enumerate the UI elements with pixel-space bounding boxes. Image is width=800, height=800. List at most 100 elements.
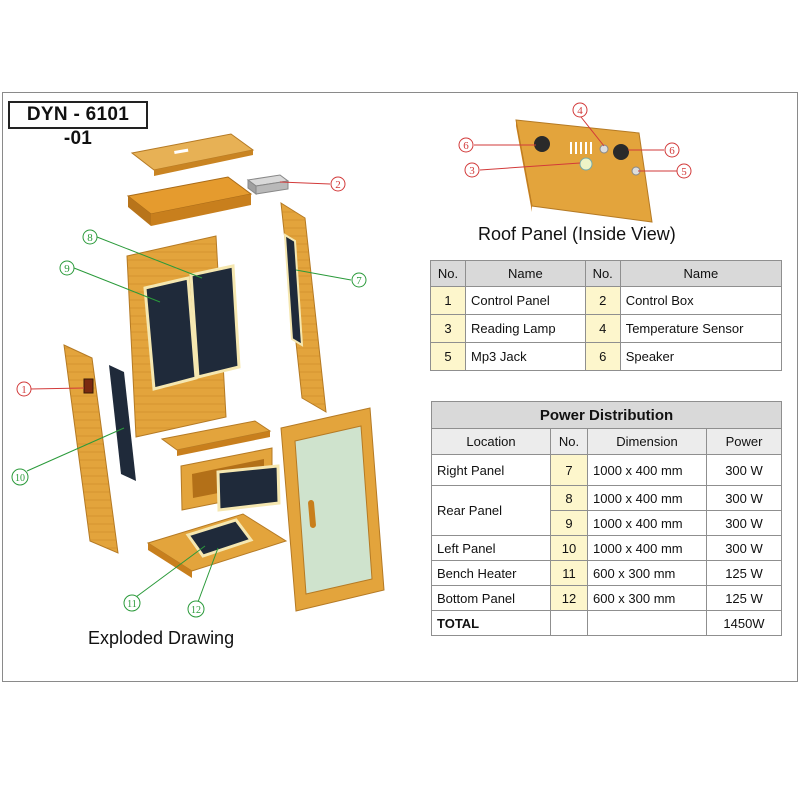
part-name: Mp3 Jack: [465, 342, 586, 371]
callout-9: 9: [59, 260, 75, 276]
door: [280, 407, 385, 612]
power-cell: 300 W: [706, 485, 782, 511]
rear-panel: [126, 235, 241, 438]
part-name: Control Box: [619, 286, 783, 315]
header-name-2: Name: [619, 260, 783, 287]
power-distribution-table: Power Distribution Location No. Dimensio…: [431, 401, 782, 636]
exploded-drawing-caption: Exploded Drawing: [88, 628, 235, 648]
dimension-cell: 1000 x 400 mm: [587, 485, 707, 511]
door-handle: [308, 500, 316, 528]
callout-4: 4: [572, 102, 588, 118]
svg-text:6: 6: [463, 140, 469, 152]
header-no: No.: [550, 428, 588, 455]
bench-front: [180, 447, 281, 512]
part-name: Reading Lamp: [465, 314, 586, 343]
power-table-header: Location No. Dimension Power: [431, 428, 782, 455]
heater-8: [143, 276, 198, 391]
svg-text:11: 11: [127, 599, 137, 610]
callout-5: 5: [676, 163, 692, 179]
svg-text:7: 7: [356, 275, 362, 287]
speaker-right: [613, 144, 629, 160]
part-no: 6: [584, 342, 621, 371]
dimension-cell: 1000 x 400 mm: [587, 535, 707, 561]
header-location: Location: [431, 428, 551, 455]
right-panel: [280, 202, 327, 413]
callout-10: 10: [11, 468, 29, 486]
callout-3: 3: [464, 162, 480, 178]
part-no: 3: [430, 314, 466, 343]
empty-cell: [587, 610, 707, 636]
vent-slots: [570, 142, 592, 154]
table-row: Bench Heater 11 600 x 300 mm 125 W: [431, 560, 782, 586]
location-cell: Rear Panel: [431, 485, 551, 536]
no-cell: 10: [550, 535, 588, 561]
svg-text:3: 3: [469, 165, 475, 177]
table-row: 5 Mp3 Jack 6 Speaker: [430, 342, 783, 371]
control-panel-1: [83, 378, 94, 394]
empty-cell: [550, 610, 588, 636]
svg-text:4: 4: [577, 105, 583, 117]
dimension-cell: 600 x 300 mm: [587, 585, 707, 611]
dimension-cell: 1000 x 400 mm: [587, 454, 707, 486]
no-cell: 11: [550, 560, 588, 586]
no-cell: 7: [550, 454, 588, 486]
table-row: 3 Reading Lamp 4 Temperature Sensor: [430, 314, 783, 343]
table-row: Left Panel 10 1000 x 400 mm 300 W: [431, 535, 782, 561]
power-cell: 125 W: [706, 560, 782, 586]
location-cell: Bench Heater: [431, 560, 551, 586]
reading-lamp: [579, 157, 593, 171]
total-label: TOTAL: [431, 610, 551, 636]
svg-text:9: 9: [64, 263, 70, 275]
location-cell: Left Panel: [431, 535, 551, 561]
callout-1: 1: [16, 381, 32, 397]
total-row: TOTAL 1450W: [431, 610, 782, 636]
heater-10: [109, 365, 136, 481]
svg-text:2: 2: [335, 179, 341, 191]
header-no-1: No.: [430, 260, 466, 287]
power-cell: 300 W: [706, 510, 782, 536]
heater-11: [216, 464, 281, 512]
parts-table: No. Name No. Name 1 Control Panel 2 Cont…: [430, 260, 783, 371]
location-cell: Bottom Panel: [431, 585, 551, 611]
power-cell: 125 W: [706, 585, 782, 611]
svg-text:10: 10: [15, 473, 25, 484]
svg-text:12: 12: [191, 605, 201, 616]
svg-text:1: 1: [21, 384, 27, 396]
part-no: 1: [430, 286, 466, 315]
table-row: Right Panel 7 1000 x 400 mm 300 W: [431, 454, 782, 486]
page-frame: [2, 92, 798, 682]
table-row: Bottom Panel 12 600 x 300 mm 125 W: [431, 585, 782, 611]
callout-6-right: 6: [664, 142, 680, 158]
parts-table-header: No. Name No. Name: [430, 260, 783, 287]
callout-7: 7: [351, 272, 367, 288]
dimension-cell: 1000 x 400 mm: [587, 510, 707, 536]
power-table-title: Power Distribution: [431, 401, 782, 429]
part-no: 2: [584, 286, 621, 315]
total-power: 1450W: [706, 610, 782, 636]
temperature-sensor: [599, 144, 609, 154]
part-name: Temperature Sensor: [619, 314, 783, 343]
control-box: [246, 174, 290, 195]
left-panel: [63, 344, 119, 554]
roof-cover-plate: [130, 133, 255, 176]
power-cell: 300 W: [706, 535, 782, 561]
callout-12: 12: [187, 600, 205, 618]
svg-text:6: 6: [669, 145, 675, 157]
header-dimension: Dimension: [587, 428, 707, 455]
header-power: Power: [706, 428, 782, 455]
header-no-2: No.: [584, 260, 621, 287]
heater-9: [189, 264, 241, 379]
model-number: DYN - 6101 -01: [8, 101, 148, 149]
table-row: 1 Control Panel 2 Control Box: [430, 286, 783, 315]
bench-top: [160, 420, 272, 456]
no-cell: 12: [550, 585, 588, 611]
callout-8: 8: [82, 229, 98, 245]
part-no: 5: [430, 342, 466, 371]
table-row: Rear Panel 8 1000 x 400 mm 300 W: [431, 485, 782, 536]
part-name: Control Panel: [465, 286, 586, 315]
speaker-left: [534, 136, 550, 152]
no-cell: 8: [550, 485, 588, 511]
no-cell: 9: [550, 510, 588, 536]
roof-panel-inside: [515, 119, 653, 223]
